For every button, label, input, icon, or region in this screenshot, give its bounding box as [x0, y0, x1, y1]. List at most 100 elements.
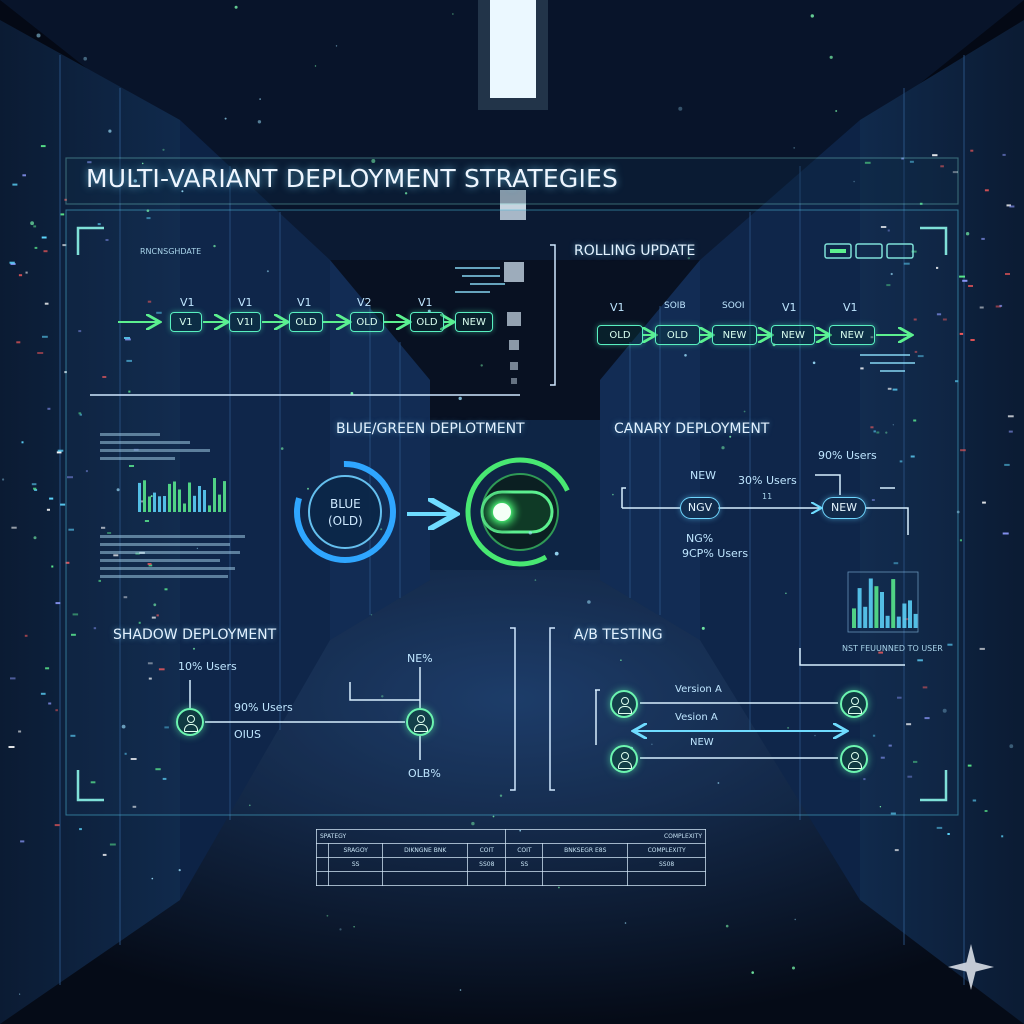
- table-cell: SS: [328, 857, 384, 872]
- particle: [890, 272, 893, 276]
- rack-led: [888, 744, 892, 747]
- particle: [785, 592, 787, 595]
- mini-bar: [868, 578, 873, 628]
- particle: [651, 743, 653, 746]
- particle: [249, 804, 251, 807]
- rack-led: [37, 352, 44, 354]
- mini-bar: [213, 478, 216, 512]
- rack-led: [972, 799, 977, 802]
- rack-led: [44, 302, 49, 305]
- particle: [678, 106, 683, 111]
- particle: [162, 148, 165, 151]
- particle: [471, 821, 475, 826]
- particle: [266, 270, 269, 273]
- rack-led: [936, 826, 943, 829]
- rack-led: [11, 526, 17, 529]
- particle: [314, 65, 317, 67]
- rack-led: [68, 528, 74, 531]
- rack-led: [999, 304, 1003, 307]
- rack-led: [21, 441, 24, 444]
- rack-led: [968, 285, 973, 287]
- rolling-top-3: V1: [782, 301, 797, 314]
- rolling-node-3: NEW: [771, 325, 815, 345]
- rack-led: [20, 840, 25, 843]
- mini-bar: [913, 613, 918, 628]
- ab-version-a1: Version A: [675, 684, 722, 695]
- mini-bar: [138, 482, 141, 512]
- particle: [725, 924, 729, 928]
- rolling-top-4: V1: [843, 301, 858, 314]
- mini-bar: [218, 494, 221, 512]
- mini-bar: [198, 486, 201, 512]
- canary-node-right: NEW: [822, 497, 866, 519]
- particle: [687, 257, 690, 260]
- rack-led: [9, 261, 15, 264]
- particle: [492, 815, 495, 818]
- table-row: SRAGOY DIKNGNE BNK COIT COIT BNKSEGR E8S…: [315, 843, 706, 858]
- rack-led: [93, 627, 97, 630]
- rack-led: [158, 668, 165, 671]
- table-header-row: SPATEGY COMPLEXITY: [315, 829, 706, 844]
- rolling-left-top-3: V2: [357, 296, 372, 309]
- particle: [33, 536, 37, 540]
- rack-led: [970, 149, 974, 152]
- rack-led: [60, 503, 66, 506]
- rack-led: [913, 419, 917, 422]
- rolling-node-0: OLD: [597, 325, 643, 345]
- canary-label-90-top: 90% Users: [818, 449, 877, 462]
- particle: [83, 56, 87, 61]
- rolling-node-1: OLD: [655, 325, 700, 345]
- particle: [339, 928, 342, 931]
- rack-led: [22, 174, 26, 177]
- rack-led: [42, 335, 48, 338]
- table-cell: [382, 871, 469, 886]
- rack-led: [962, 279, 968, 282]
- rack-led: [871, 499, 875, 501]
- particle: [717, 782, 720, 784]
- rack-led: [932, 154, 938, 157]
- rack-led: [41, 236, 47, 239]
- blue-label: BLUE: [330, 497, 361, 511]
- rack-led: [942, 318, 947, 321]
- rack-led: [40, 692, 46, 695]
- canary-label-30: 30% Users: [738, 474, 797, 487]
- mini-bar: [163, 496, 166, 512]
- rack-led: [911, 250, 917, 253]
- particle: [133, 179, 137, 183]
- rack-led: [55, 602, 61, 605]
- rack-led: [995, 305, 1001, 308]
- particle: [224, 117, 227, 120]
- rack-led: [984, 189, 989, 192]
- particle: [257, 120, 262, 124]
- rolling-node-4: NEW: [829, 325, 875, 345]
- rack-led: [1009, 205, 1015, 208]
- rack-led: [981, 237, 985, 240]
- particle: [141, 162, 144, 165]
- rack-led: [947, 643, 953, 646]
- rolling-left-node-1: V1I: [229, 312, 261, 332]
- rack-led: [876, 431, 880, 434]
- particle: [829, 55, 833, 59]
- table-header-right: COMPLEXITY: [505, 829, 706, 844]
- rack-led: [49, 497, 54, 500]
- particle: [814, 734, 816, 737]
- table-row: [315, 871, 706, 886]
- rack-led: [982, 501, 986, 504]
- mini-bar: [863, 606, 868, 628]
- table-cell: [328, 871, 384, 886]
- shadow-title: SHADOW DEPLOYMENT: [113, 627, 277, 643]
- table-cell: [315, 843, 330, 858]
- particle: [965, 232, 970, 236]
- green-new-ring: [465, 457, 575, 567]
- mini-bar: [885, 615, 890, 628]
- rack-led: [906, 723, 912, 726]
- particle: [121, 724, 126, 729]
- particle: [721, 446, 725, 450]
- blue-green-title: BLUE/GREEN DEPLOTMENT: [336, 421, 525, 437]
- ab-user-icon-left-top: [610, 690, 638, 718]
- rolling-top-2: SOOI: [722, 301, 745, 311]
- particle: [404, 192, 408, 195]
- particle: [528, 531, 532, 535]
- mini-bar: [880, 592, 884, 628]
- particle: [213, 244, 216, 248]
